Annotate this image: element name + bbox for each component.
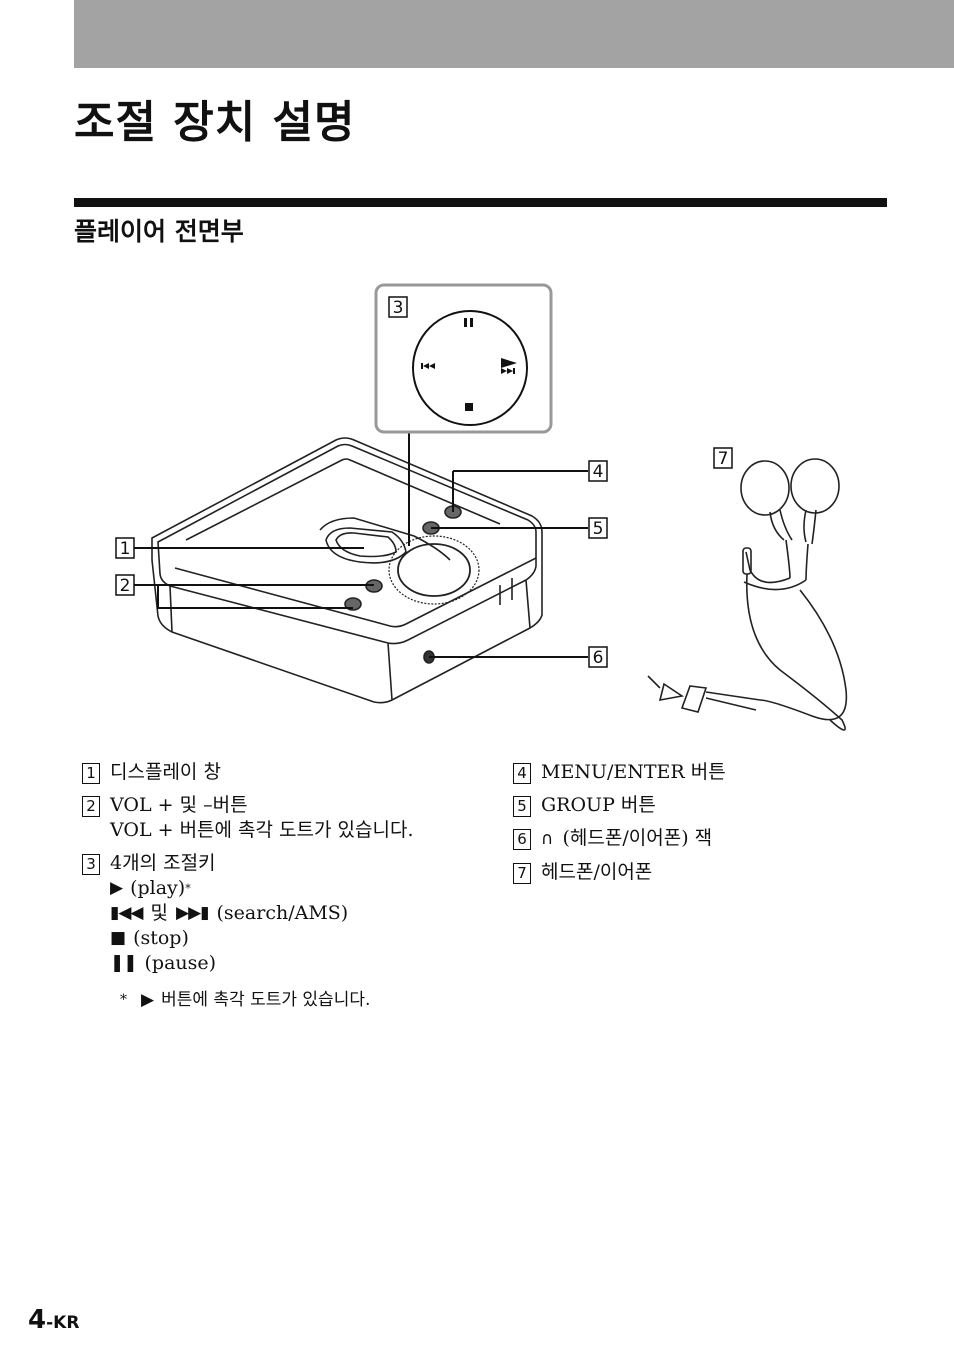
- svg-text:5: 5: [593, 519, 604, 539]
- legend-item-5: 5 GROUP 버튼: [513, 793, 933, 818]
- stop-icon: ■: [110, 928, 126, 948]
- control-dial: [412, 310, 528, 426]
- legend-item-2: 2 VOL + 및 –버튼 VOL + 버튼에 촉각 도트가 있습니다.: [82, 793, 482, 843]
- legend-item-1: 1 디스플레이 창: [82, 760, 482, 785]
- svg-text:7: 7: [718, 449, 729, 469]
- legend-text: GROUP 버튼: [541, 794, 656, 816]
- headphone-icon: ∩: [541, 829, 553, 849]
- svg-text:4: 4: [593, 462, 604, 482]
- previous-icon: [421, 363, 435, 369]
- callout-4: 4: [588, 460, 608, 482]
- section-title: 플레이어 전면부: [74, 217, 244, 246]
- play-line: ▶ (play)*: [110, 877, 191, 899]
- svg-text:1: 1: [120, 539, 131, 559]
- callout-5: 5: [588, 517, 608, 539]
- legend-item-7: 7 헤드폰/이어폰: [513, 860, 933, 885]
- footnote: * ▶ 버튼에 촉각 도트가 있습니다.: [82, 988, 482, 1013]
- callout-2: 2: [115, 574, 135, 596]
- legend-left: 1 디스플레이 창 2 VOL + 및 –버튼 VOL + 버튼에 촉각 도트가…: [82, 760, 482, 1013]
- earphones: [647, 458, 848, 731]
- callout-6: 6: [588, 646, 608, 668]
- callout-1: 1: [115, 537, 135, 559]
- svg-text:2: 2: [120, 576, 131, 596]
- legend-text: (헤드폰/이어폰) 잭: [562, 827, 713, 849]
- legend-text: 헤드폰/이어폰: [541, 861, 653, 883]
- header-band: [74, 0, 954, 68]
- next-icon: [501, 368, 515, 374]
- leader-lines: [134, 432, 588, 658]
- next-icon: ▶▶▮: [176, 903, 210, 923]
- legend-num: 1: [82, 763, 100, 784]
- legend-text: MENU/ENTER 버튼: [541, 761, 726, 783]
- player-diagram: 1 2 3 4 5 6 7: [115, 283, 848, 731]
- legend-text: 4개의 조절키: [110, 852, 216, 874]
- section-rule: [74, 198, 887, 207]
- legend-right: 4 MENU/ENTER 버튼 5 GROUP 버튼 6 ∩ (헤드폰/이어폰)…: [513, 760, 933, 893]
- legend-note: VOL + 버튼에 촉각 도트가 있습니다.: [110, 819, 414, 841]
- pause-icon: ❚❚: [110, 953, 137, 973]
- stop-line: ■ (stop): [110, 927, 189, 949]
- svg-text:3: 3: [393, 298, 404, 318]
- player-body: [151, 437, 543, 704]
- legend-item-3: 3 4개의 조절키 ▶ (play)* ▮◀◀ 및 ▶▶▮ (search/AM…: [82, 851, 482, 976]
- callout-3: 3: [388, 296, 408, 318]
- legend-num: 4: [513, 763, 531, 784]
- page-number: 4-KR: [28, 1305, 80, 1335]
- legend-num: 5: [513, 796, 531, 817]
- legend-text: VOL + 및 –버튼: [110, 794, 248, 816]
- legend-item-6: 6 ∩ (헤드폰/이어폰) 잭: [513, 826, 933, 852]
- pause-icon: [464, 318, 473, 327]
- legend-num: 3: [82, 854, 100, 875]
- play-icon: [501, 358, 517, 368]
- callout-7: 7: [713, 447, 733, 469]
- svg-text:6: 6: [593, 648, 604, 668]
- previous-icon: ▮◀◀: [110, 903, 144, 923]
- legend-num: 7: [513, 863, 531, 884]
- page-title: 조절 장치 설명: [74, 97, 356, 148]
- legend-num: 2: [82, 796, 100, 817]
- legend-item-4: 4 MENU/ENTER 버튼: [513, 760, 933, 785]
- legend-num: 6: [513, 829, 531, 850]
- callout-labels: 1 2 3 4 5 6 7: [115, 296, 733, 668]
- play-icon: ▶: [110, 878, 123, 898]
- search-line: ▮◀◀ 및 ▶▶▮ (search/AMS): [110, 902, 349, 924]
- play-icon: ▶: [141, 990, 154, 1010]
- stop-icon: [465, 403, 473, 411]
- legend-text: 디스플레이 창: [110, 761, 221, 783]
- pause-line: ❚❚ (pause): [110, 952, 217, 974]
